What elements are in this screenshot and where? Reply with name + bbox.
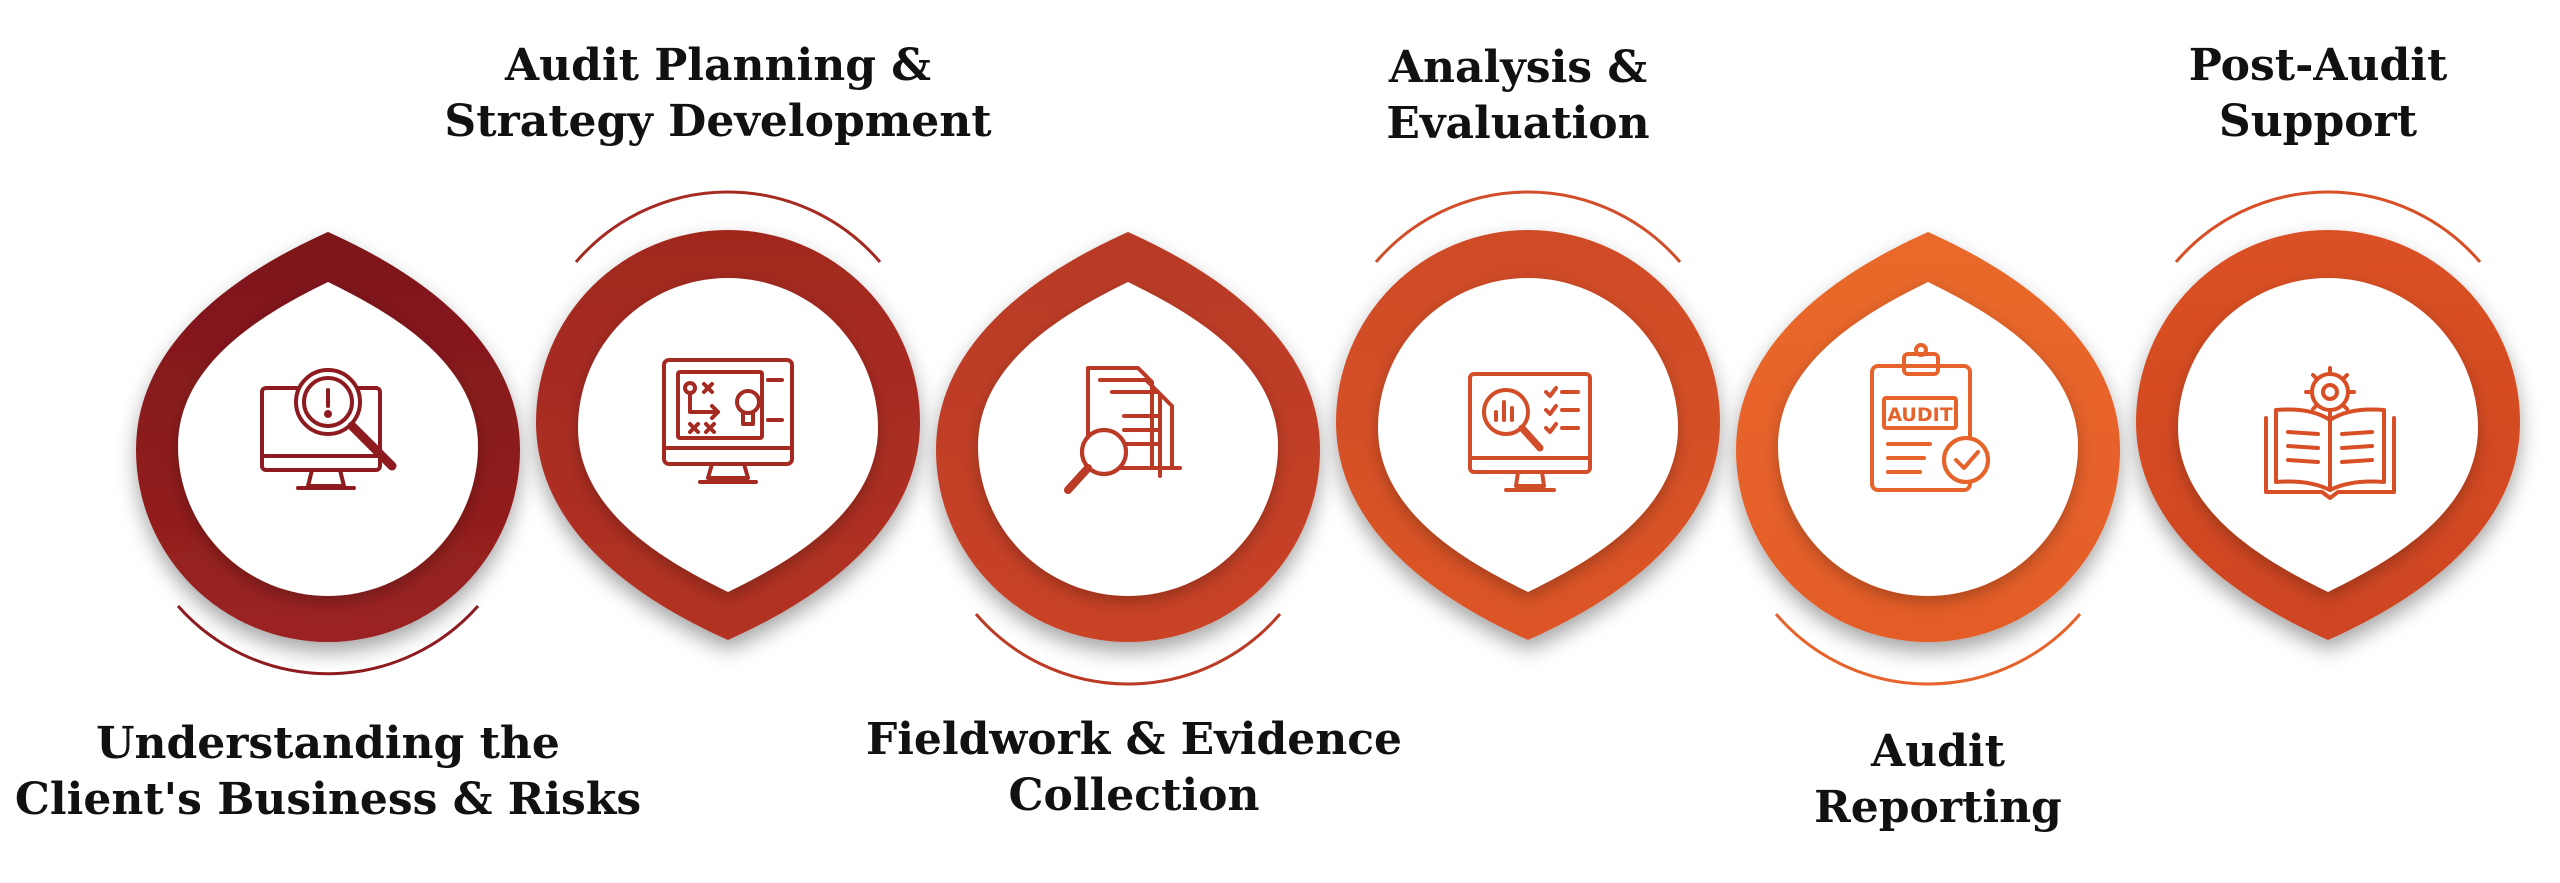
step-understanding-label-line2: Client's Business & Risks [14,774,642,825]
book-gear-icon [2264,366,2396,500]
step-reporting: AUDIT [1736,232,2120,686]
step-analysis-label: Analysis & Evaluation [1386,40,1649,152]
step-post-audit-arc [2174,190,2482,263]
monitor-magnifier-alert-icon [260,368,397,490]
step-analysis [1336,190,1720,640]
step-planning-label: Audit Planning & Strategy Development [444,38,991,150]
step-reporting-label-line2: Reporting [1814,782,2062,833]
step-planning-label-line1: Audit Planning & [504,40,932,91]
monitor-strategy-board-icon [662,358,794,484]
step-understanding-label-line1: Understanding the [96,718,560,769]
step-planning-inner-drop [578,278,878,592]
step-analysis-arc [1374,190,1682,263]
step-analysis-label-line2: Evaluation [1386,98,1650,149]
step-fieldwork-label-line2: Collection [1008,770,1260,821]
step-understanding [136,232,520,676]
documents-search-icon [1064,366,1182,494]
audit-clipboard-check-icon: AUDIT [1870,343,1990,492]
step-reporting-label-line1: Audit [1871,726,2005,777]
step-fieldwork-label: Fieldwork & Evidence Collection [866,712,1402,824]
step-fieldwork-label-line1: Fieldwork & Evidence [865,714,1403,765]
clipboard-audit-text: AUDIT [1887,404,1952,426]
step-post-audit-label-line1: Post-Audit [2188,40,2448,91]
step-reporting-arc [1774,613,2082,686]
step-post-audit-label: Post-Audit Support [2189,38,2448,150]
step-fieldwork [936,232,1320,686]
monitor-chart-checklist-icon [1468,372,1592,492]
step-planning [536,190,920,640]
step-analysis-label-line1: Analysis & [1388,42,1648,93]
step-fieldwork-inner-drop [978,282,1278,596]
step-understanding-arc [176,605,480,676]
step-post-audit [2136,190,2520,640]
step-fieldwork-arc [974,613,1282,686]
step-understanding-inner-drop [178,282,478,596]
step-planning-arc [574,190,882,263]
step-reporting-inner-drop [1778,282,2078,596]
step-reporting-label: Audit Reporting [1814,724,2062,836]
step-post-audit-label-line2: Support [2218,96,2418,147]
step-planning-label-line2: Strategy Development [444,96,992,147]
step-understanding-label: Understanding the Client's Business & Ri… [15,716,641,828]
